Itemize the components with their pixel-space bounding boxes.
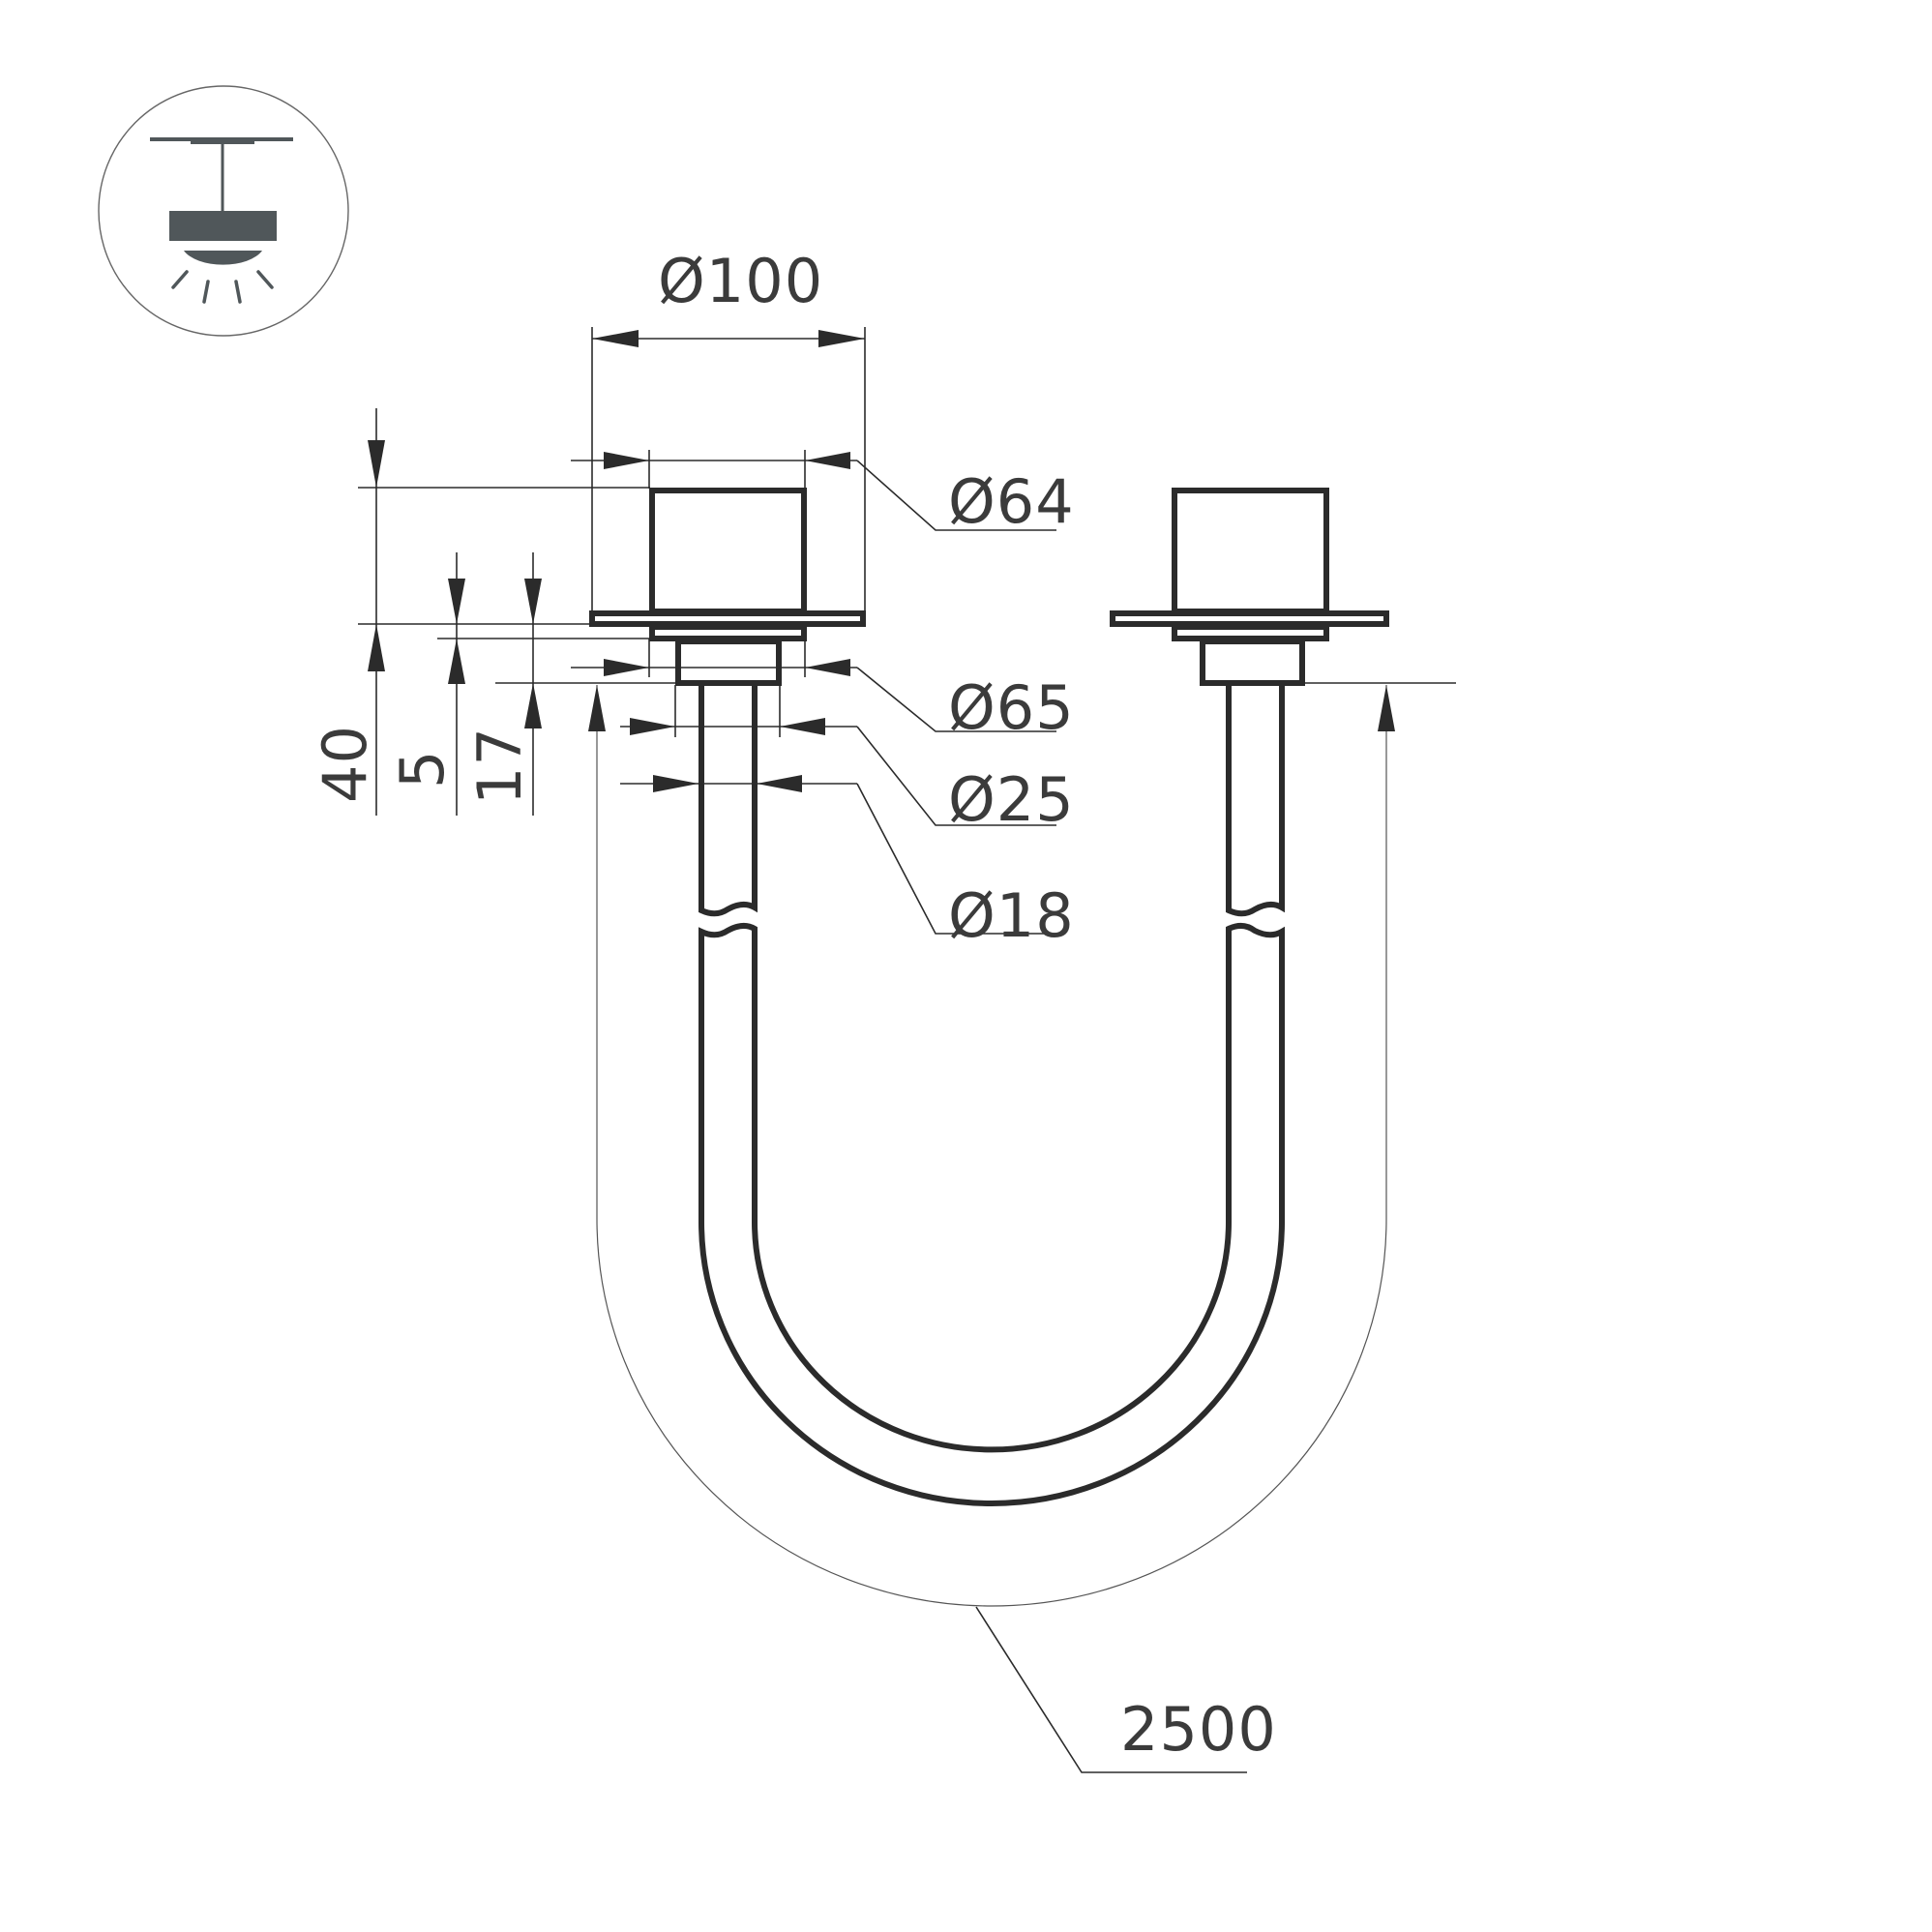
h40-label: 40 — [310, 725, 380, 803]
h17-label: 17 — [464, 727, 535, 805]
canopy-body — [649, 488, 807, 614]
dimension-d18: Ø18 — [620, 775, 1075, 951]
dimension-d100: Ø100 — [591, 246, 866, 611]
dimension-len2500: 2500 — [588, 682, 1456, 1773]
d64-label: Ø64 — [948, 466, 1075, 537]
dimension-h17: 17 — [464, 552, 677, 816]
dimension-h5: 5 — [387, 552, 650, 816]
tube — [698, 686, 1285, 1506]
collar — [649, 624, 807, 641]
h5-label: 5 — [387, 750, 458, 788]
right-fitting — [1110, 488, 1389, 686]
lower-fitting — [675, 639, 782, 686]
d65-label: Ø65 — [948, 672, 1075, 743]
d25-label: Ø25 — [948, 764, 1075, 835]
left-fitting — [589, 488, 866, 686]
dimension-d65: Ø65 — [571, 639, 1075, 743]
dimension-d64: Ø64 — [571, 450, 1075, 537]
ceiling-pendant-lamp-icon — [98, 85, 349, 337]
len2500-label: 2500 — [1120, 1694, 1277, 1765]
dimension-d25: Ø25 — [620, 685, 1075, 835]
flange — [589, 610, 866, 627]
d100-label: Ø100 — [658, 246, 823, 316]
d18-label: Ø18 — [948, 880, 1075, 951]
dimension-h40: 40 — [310, 408, 650, 816]
